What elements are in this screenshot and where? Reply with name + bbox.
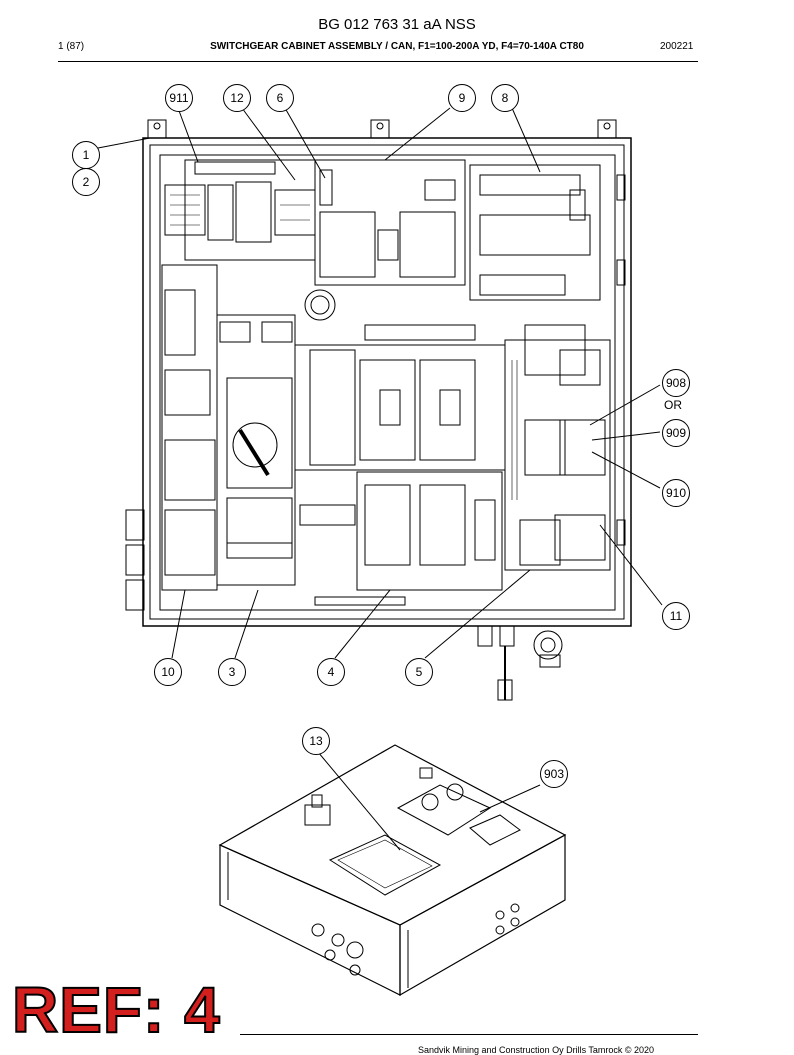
callout-910: 910 <box>662 479 690 507</box>
callout-908: 908 <box>662 369 690 397</box>
callout-12: 12 <box>223 84 251 112</box>
callout-4: 4 <box>317 658 345 686</box>
callout-13: 13 <box>302 727 330 755</box>
callout-3: 3 <box>218 658 246 686</box>
callout-5: 5 <box>405 658 433 686</box>
callout-11: 11 <box>662 602 690 630</box>
callout-10: 10 <box>154 658 182 686</box>
callout-6: 6 <box>266 84 294 112</box>
document-title: BG 012 763 31 aA NSS <box>318 16 476 33</box>
document-subtitle: SWITCHGEAR CABINET ASSEMBLY / CAN, F1=10… <box>210 41 584 52</box>
callout-911: 911 <box>165 84 193 112</box>
callout-903: 903 <box>540 760 568 788</box>
ref-label: REF: 4 <box>11 974 221 1046</box>
header-divider <box>58 61 698 62</box>
footer-copyright: Sandvik Mining and Construction Oy Drill… <box>418 1045 655 1055</box>
callout-2: 2 <box>72 168 100 196</box>
page-number: 1 (87) <box>58 41 85 52</box>
callout-909: 909 <box>662 419 690 447</box>
callout-9: 9 <box>448 84 476 112</box>
document-date: 200221 <box>660 41 694 52</box>
callout-8: 8 <box>491 84 519 112</box>
callout-1: 1 <box>72 141 100 169</box>
or-label: OR <box>664 398 682 412</box>
footer-divider <box>240 1034 698 1035</box>
